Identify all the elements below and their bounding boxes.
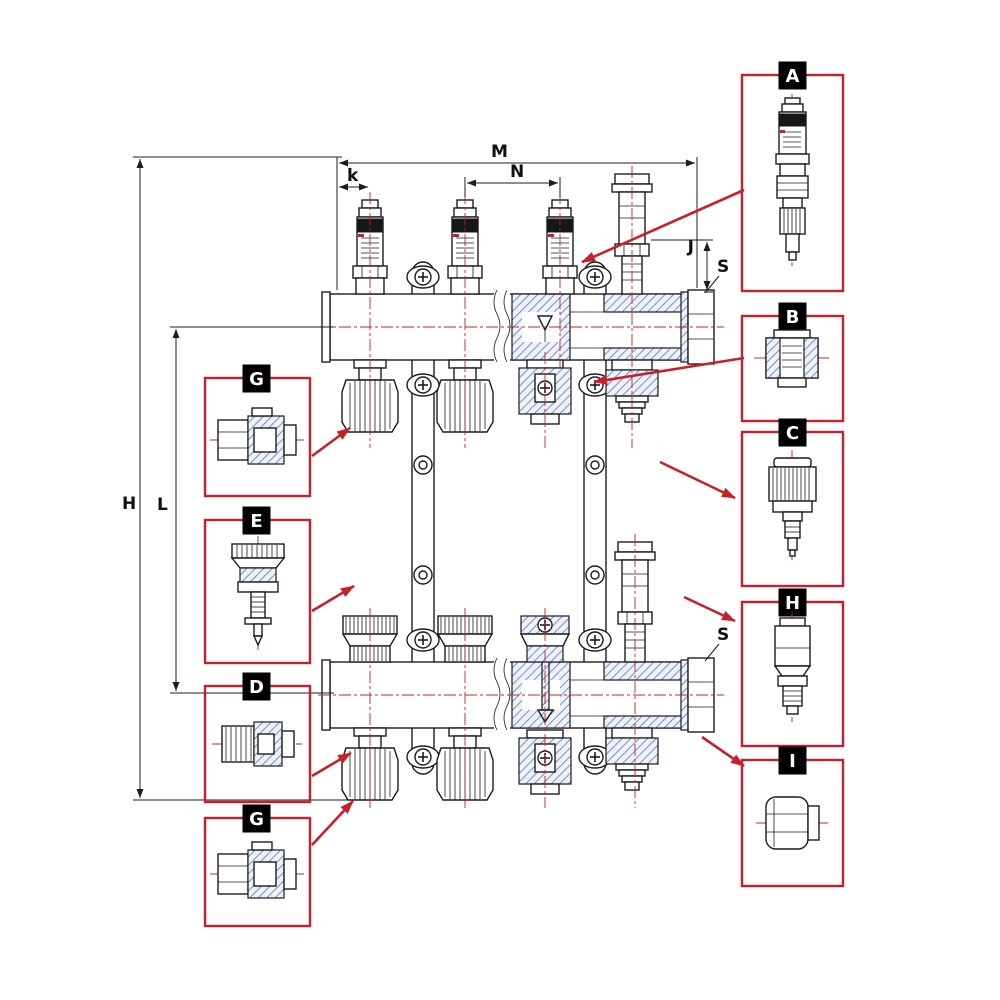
arrow-G	[311, 426, 351, 458]
part-end-plug-detail	[756, 796, 828, 850]
callout-box-E: E	[203, 506, 312, 665]
dim-label-M: M	[491, 142, 508, 162]
dim-label-S-top: S	[717, 257, 729, 277]
callout-label-A: A	[786, 66, 800, 87]
part-valve-insert-detail	[768, 450, 817, 560]
arrow-H	[683, 595, 736, 623]
callout-label-I: I	[789, 751, 796, 772]
arrow-G2	[311, 800, 354, 846]
arrow-B	[593, 356, 745, 385]
callout-label-D: D	[249, 677, 264, 698]
dim-label-N: N	[510, 162, 524, 182]
dimensions: H L M N k J S S	[122, 142, 729, 801]
part-union-adapter-detail	[754, 329, 830, 388]
callout-box-A: A	[740, 61, 845, 293]
centerlines	[318, 166, 724, 808]
part-union-nut-detail	[212, 721, 302, 767]
arrow-C	[659, 460, 736, 500]
callout-label-E: E	[250, 511, 262, 532]
dim-label-k: k	[347, 166, 359, 186]
part-air-vent-detail	[773, 612, 812, 722]
callout-box-G2: G	[203, 804, 312, 928]
callout-box-G: G	[203, 364, 312, 498]
arrow-D	[311, 751, 352, 778]
dim-label-S-bottom: S	[717, 625, 729, 645]
dim-label-L: L	[157, 495, 168, 515]
bracket-left	[406, 261, 440, 775]
arrow-A	[581, 188, 745, 264]
callout-label-G: G	[249, 369, 264, 390]
callout-box-C: C	[740, 418, 845, 588]
part-thermostatic-insert-detail	[230, 536, 286, 650]
callout-box-B: B	[740, 302, 845, 423]
callout-label-G2: G	[249, 809, 264, 830]
callout-arrows	[311, 188, 745, 846]
callout-box-I: I	[740, 746, 845, 888]
dim-label-H: H	[122, 494, 136, 514]
callout-label-H: H	[785, 593, 800, 614]
arrow-E	[311, 584, 355, 613]
arrow-I	[701, 735, 745, 768]
callout-label-B: B	[786, 307, 800, 328]
callout-box-D: D	[203, 672, 312, 804]
part-flow-meter-detail	[775, 94, 810, 266]
callout-label-C: C	[786, 423, 799, 444]
callout-box-H: H	[740, 588, 845, 748]
dim-label-J: J	[687, 237, 694, 257]
